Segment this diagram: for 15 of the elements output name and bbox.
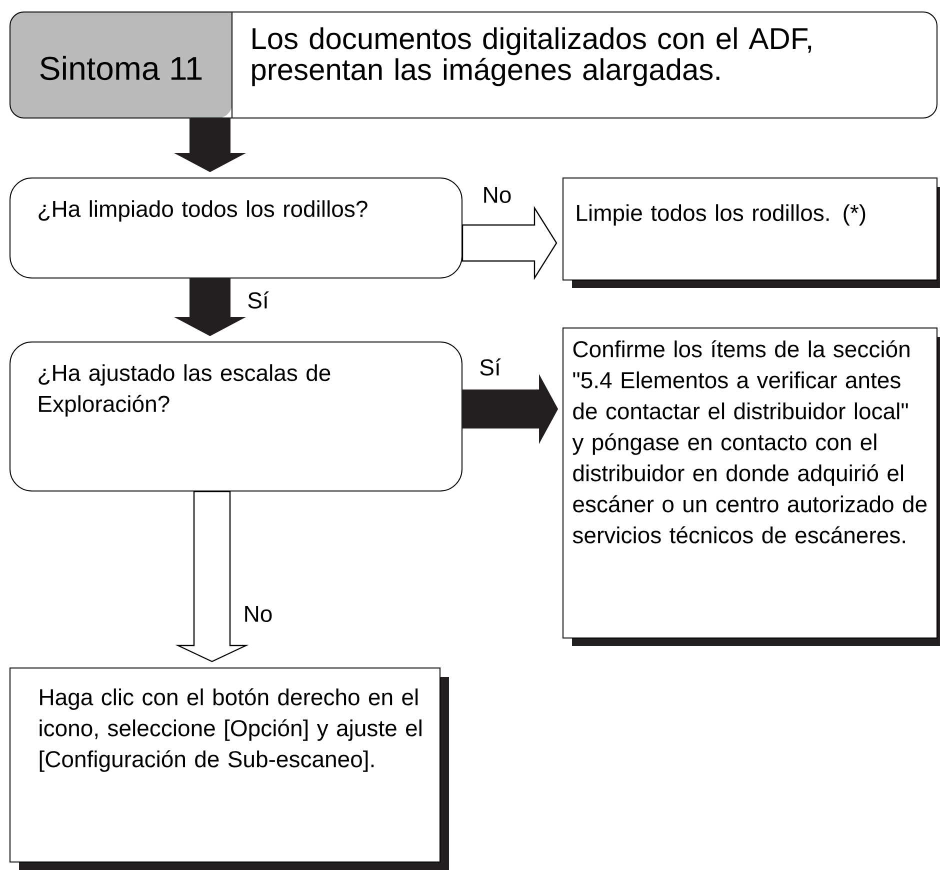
- edge-label: No: [242, 604, 274, 624]
- block-arrow: [174, 278, 246, 336]
- block-arrow: [175, 490, 249, 662]
- edge-label: Sí: [478, 357, 502, 377]
- action-box: Haga clic con el botón derecho en el icono, seleccione [Opción] y ajuste el [Configuración de Sub-escaneo].: [10, 668, 449, 870]
- block-arrow: [174, 118, 246, 172]
- action-box: Limpie todos los rodillos. (*): [562, 178, 940, 288]
- question-box: ¿Ha ajustado las escalas de Exploración?: [10, 342, 462, 492]
- action-box: Confirme los ítems de la sección "5.4 Elementos a verificar antes de contactar el distribuidor local" y póngase en contacto con el distribuidor en donde adquirió el escáner o un centro autorizado de servicios técnicos de escáneres.: [562, 328, 940, 646]
- header-box: Sintoma 11 Los documentos digitalizados con el ADF, presentan las imágenes alargadas.: [10, 12, 938, 118]
- edge-label: No: [481, 186, 513, 204]
- block-arrow: [462, 374, 558, 444]
- question-box: ¿Ha limpiado todos los rodillos?: [10, 178, 462, 278]
- block-arrow: [462, 206, 558, 280]
- edge-label: Sí: [246, 290, 270, 310]
